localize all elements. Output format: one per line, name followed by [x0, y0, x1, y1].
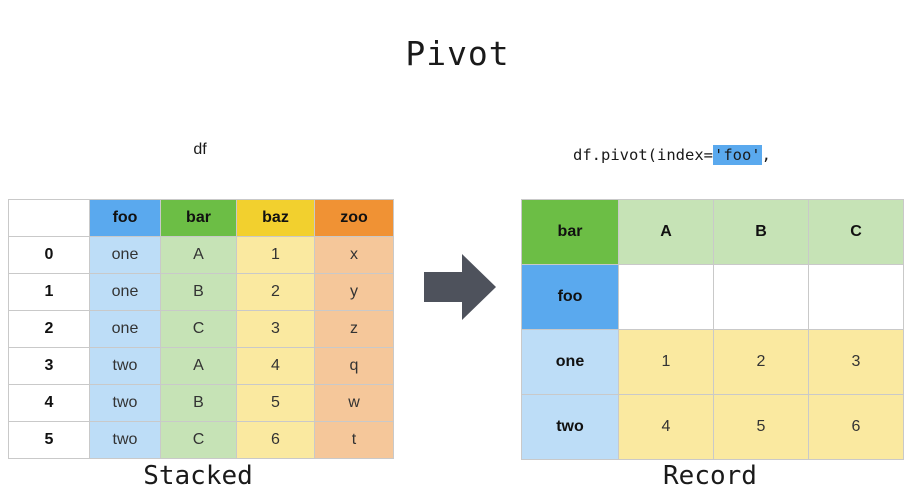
table-row: 4 two B 5 w [8, 384, 394, 422]
index-axis-label: foo [521, 264, 619, 330]
index-header-cell [8, 199, 90, 237]
stacked-table: foo bar baz zoo 0 one A 1 x 1 one B 2 y … [8, 199, 394, 459]
cell-zoo: t [314, 421, 394, 459]
column-header-foo: foo [89, 199, 161, 237]
row-index: 5 [8, 421, 90, 459]
table-row: two 4 5 6 [521, 394, 904, 460]
code-line-1-suffix: , [761, 146, 771, 164]
row-label: two [521, 394, 619, 460]
cell-bar: A [160, 236, 237, 274]
value-cell: 6 [808, 394, 904, 460]
cell-bar: C [160, 310, 237, 348]
code-line-1: df.pivot(index='foo', [573, 145, 790, 166]
row-index: 2 [8, 310, 90, 348]
columns-axis-row: bar A B C [521, 199, 904, 265]
cell-foo: one [89, 236, 161, 274]
table-row: 3 two A 4 q [8, 347, 394, 385]
cell-zoo: q [314, 347, 394, 385]
cell-zoo: x [314, 236, 394, 274]
table-row: 5 two C 6 t [8, 421, 394, 459]
page-title: Pivot [405, 34, 510, 73]
stacked-caption: Stacked [143, 461, 253, 491]
column-header-zoo: zoo [314, 199, 394, 237]
cell-foo: one [89, 273, 161, 311]
record-table: bar A B C foo one 1 2 3 two 4 5 6 [521, 199, 904, 460]
column-header-c: C [808, 199, 904, 265]
cell-zoo: y [314, 273, 394, 311]
column-header-bar: bar [160, 199, 237, 237]
table-row: 2 one C 3 z [8, 310, 394, 348]
index-axis-row: foo [521, 264, 904, 330]
row-index: 1 [8, 273, 90, 311]
blank-cell [713, 264, 809, 330]
cell-foo: two [89, 384, 161, 422]
value-cell: 1 [618, 329, 714, 395]
column-header-b: B [713, 199, 809, 265]
cell-baz: 4 [236, 347, 315, 385]
code-arg-index: 'foo' [712, 145, 762, 165]
row-label: one [521, 329, 619, 395]
cell-foo: two [89, 421, 161, 459]
value-cell: 5 [713, 394, 809, 460]
cell-baz: 3 [236, 310, 315, 348]
cell-baz: 5 [236, 384, 315, 422]
value-cell: 4 [618, 394, 714, 460]
blank-cell [808, 264, 904, 330]
cell-bar: A [160, 347, 237, 385]
cell-bar: C [160, 421, 237, 459]
value-cell: 3 [808, 329, 904, 395]
cell-foo: one [89, 310, 161, 348]
dataframe-label: df [193, 141, 207, 158]
code-line-1-prefix: df.pivot(index= [573, 146, 713, 164]
right-arrow-icon [424, 254, 496, 320]
cell-bar: B [160, 384, 237, 422]
blank-cell [618, 264, 714, 330]
row-index: 4 [8, 384, 90, 422]
table-row: 0 one A 1 x [8, 236, 394, 274]
cell-zoo: w [314, 384, 394, 422]
table-row: 1 one B 2 y [8, 273, 394, 311]
row-index: 3 [8, 347, 90, 385]
cell-baz: 1 [236, 236, 315, 274]
cell-baz: 2 [236, 273, 315, 311]
columns-axis-label: bar [521, 199, 619, 265]
column-header-a: A [618, 199, 714, 265]
cell-foo: two [89, 347, 161, 385]
cell-baz: 6 [236, 421, 315, 459]
cell-bar: B [160, 273, 237, 311]
record-caption: Record [663, 461, 757, 491]
cell-zoo: z [314, 310, 394, 348]
table-row: one 1 2 3 [521, 329, 904, 395]
row-index: 0 [8, 236, 90, 274]
column-header-baz: baz [236, 199, 315, 237]
value-cell: 2 [713, 329, 809, 395]
table-header-row: foo bar baz zoo [8, 199, 394, 237]
